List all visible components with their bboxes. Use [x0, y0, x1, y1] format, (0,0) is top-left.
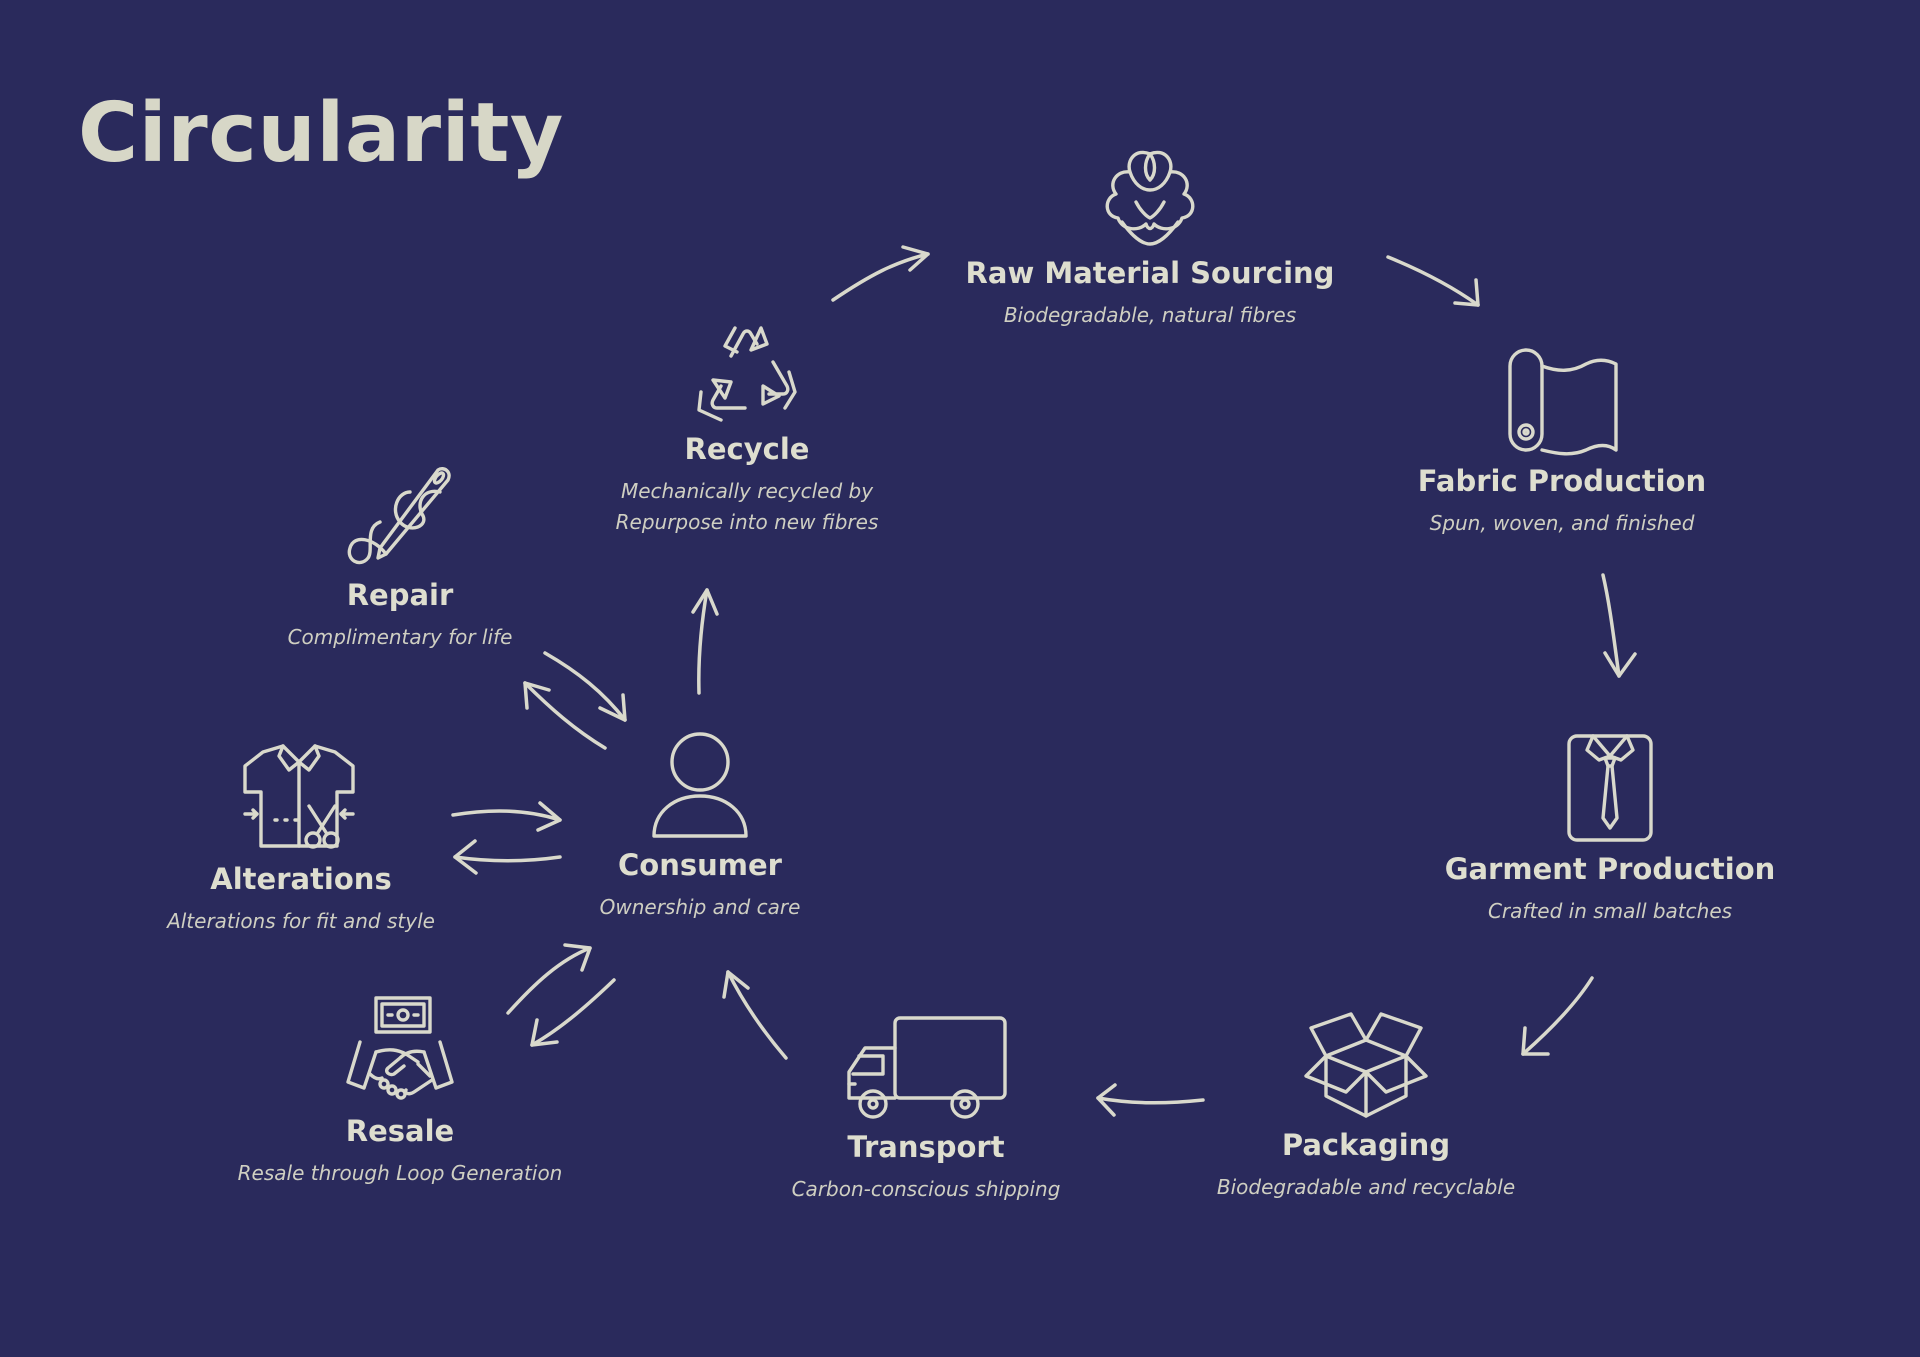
raw-material-sourcing-desc: Biodegradable, natural fibres: [1003, 303, 1297, 327]
raw-material-sourcing-label: Raw Material Sourcing: [965, 256, 1335, 290]
node-recycle: Recycle Mechanically recycled by Repurpos…: [517, 316, 977, 538]
transport-label: Transport: [847, 1130, 1005, 1164]
truck-icon: [847, 1016, 1007, 1119]
alterations-label: Alterations: [210, 862, 392, 896]
resale-label: Resale: [345, 1114, 455, 1148]
arrow-fabric-to-garment: [1601, 573, 1621, 678]
needle-thread-icon: [347, 467, 451, 565]
repair-desc: Complimentary for life: [287, 625, 513, 649]
recycle-icon: [697, 326, 797, 422]
arrowhead-consumer-to-recycle: [691, 588, 719, 616]
arrowhead-consumer-to-repair: [523, 681, 551, 710]
fabric-production-desc: Spun, woven, and finished: [1429, 511, 1695, 535]
arrowhead-resale-to-consumer: [563, 943, 592, 972]
alterations-desc: Alterations for fit and style: [167, 909, 435, 933]
resale-desc: Resale through Loop Generation: [237, 1161, 563, 1185]
consumer-label: Consumer: [618, 848, 782, 882]
node-garment-production: Garment Production Crafted in small batc…: [1380, 732, 1840, 927]
cotton-icon: [1105, 150, 1195, 246]
packaging-desc: Biodegradable and recyclable: [1216, 1175, 1516, 1199]
arrowhead-fabric-to-garment: [1603, 651, 1637, 678]
node-raw-material-sourcing: Raw Material Sourcing Biodegradable, nat…: [920, 140, 1380, 331]
page-title: Circularity: [78, 86, 564, 181]
fabric-production-label: Fabric Production: [1417, 464, 1707, 498]
transport-desc: Carbon-conscious shipping: [791, 1177, 1061, 1201]
garment-production-desc: Crafted in small batches: [1487, 899, 1733, 923]
arrow-recycle-to-raw-material: [831, 252, 930, 302]
node-transport: Transport Carbon-conscious shipping: [696, 1012, 1156, 1205]
arrow-consumer-to-recycle: [697, 588, 709, 695]
open-box-icon: [1304, 1012, 1428, 1118]
node-fabric-production: Fabric Production Spun, woven, and finis…: [1332, 346, 1792, 539]
arrowhead-repair-to-consumer: [598, 693, 627, 722]
node-consumer: Consumer Ownership and care: [470, 730, 930, 923]
arrow-raw-material-to-fabric: [1386, 255, 1480, 307]
fabric-roll-icon: [1508, 348, 1618, 456]
arrow-repair-to-consumer: [543, 651, 627, 722]
shirt-tie-icon: [1567, 734, 1653, 842]
arrowhead-transport-to-consumer: [722, 970, 750, 999]
recycle-desc-line2: Repurpose into new fibres: [615, 510, 879, 534]
node-packaging: Packaging Biodegradable and recyclable: [1136, 1010, 1596, 1203]
repair-label: Repair: [346, 578, 454, 612]
recycle-desc-line1: Mechanically recycled by: [620, 479, 874, 503]
node-resale: Resale Resale through Loop Generation: [170, 994, 630, 1189]
node-repair: Repair Complimentary for life: [170, 462, 630, 653]
garment-production-label: Garment Production: [1444, 852, 1776, 886]
recycle-desc: Mechanically recycled by Repurpose into n…: [517, 476, 977, 538]
recycle-label: Recycle: [684, 432, 810, 466]
handshake-money-icon: [346, 996, 454, 1100]
shirt-scissors-icon: [243, 744, 355, 849]
consumer-desc: Ownership and care: [599, 895, 801, 919]
person-icon: [652, 732, 748, 838]
arrowhead-raw-material-to-fabric: [1453, 278, 1480, 307]
packaging-label: Packaging: [1281, 1128, 1451, 1162]
node-alterations: Alterations Alterations for fit and styl…: [71, 742, 531, 937]
